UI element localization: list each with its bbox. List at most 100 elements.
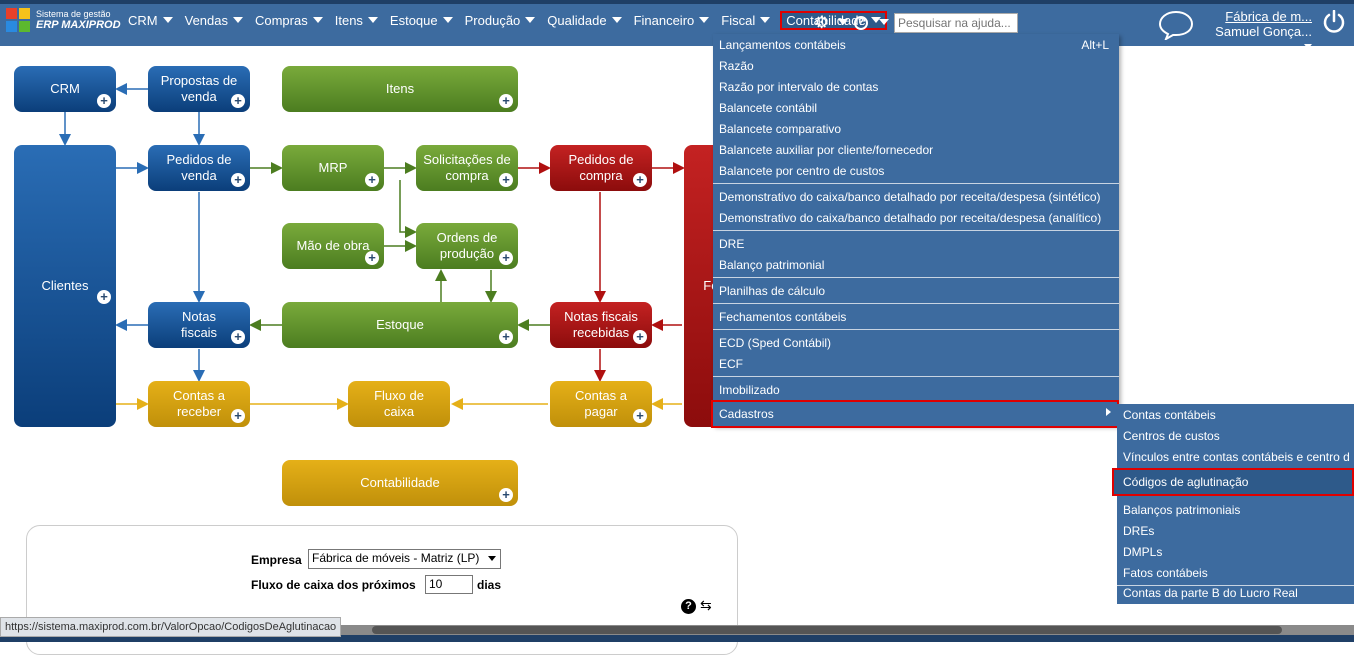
node-label: Contas a receber bbox=[172, 388, 226, 419]
dd-balancete-contabil[interactable]: Balancete contábil bbox=[719, 101, 818, 115]
add-icon[interactable]: + bbox=[633, 330, 647, 344]
dd-demonstrativo-analitico[interactable]: Demonstrativo do caixa/banco detalhado p… bbox=[719, 211, 1102, 225]
divider bbox=[713, 277, 1119, 278]
app-logo[interactable]: Sistema de gestão ERP MAXIPROD bbox=[6, 8, 121, 32]
node-contas-pagar[interactable]: Contas a pagar+ bbox=[550, 381, 652, 427]
sub-fatos-contabeis[interactable]: Fatos contábeis bbox=[1123, 566, 1208, 580]
menu-label: Compras bbox=[254, 13, 308, 28]
dd-dre[interactable]: DRE bbox=[719, 237, 745, 251]
node-notas-fiscais[interactable]: Notas fiscais + bbox=[148, 302, 250, 348]
menu-contabilidade[interactable]: Contabilidade bbox=[780, 11, 887, 30]
dd-balancete-auxiliar[interactable]: Balancete auxiliar por cliente/fornecedo… bbox=[719, 143, 934, 157]
add-icon[interactable]: + bbox=[97, 290, 111, 304]
menu-estoque[interactable]: Estoque bbox=[390, 13, 453, 28]
node-estoque[interactable]: Estoque+ bbox=[282, 302, 518, 348]
node-pedidos-venda[interactable]: Pedidos de venda+ bbox=[148, 145, 250, 191]
user-name[interactable]: Samuel Gonça... bbox=[1206, 24, 1312, 54]
add-icon[interactable]: + bbox=[231, 330, 245, 344]
power-icon[interactable] bbox=[1322, 10, 1346, 34]
divider bbox=[713, 376, 1119, 377]
fluxo-days-input[interactable]: 10 bbox=[425, 575, 473, 594]
node-mrp[interactable]: MRP + bbox=[282, 145, 384, 191]
node-ordens-producao[interactable]: Ordens de produção+ bbox=[416, 223, 518, 269]
node-contas-receber[interactable]: Contas a receber + bbox=[148, 381, 250, 427]
user-menu[interactable]: Fábrica de m... Samuel Gonça... bbox=[1206, 9, 1312, 54]
chat-icon[interactable] bbox=[1158, 10, 1194, 40]
node-label: Pedidos de compra bbox=[568, 152, 634, 183]
dd-demonstrativo-sintetico[interactable]: Demonstrativo do caixa/banco detalhado p… bbox=[719, 190, 1101, 204]
menu-itens[interactable]: Itens bbox=[335, 13, 378, 28]
dd-balanco-patrimonial[interactable]: Balanço patrimonial bbox=[719, 258, 825, 272]
sub-dres[interactable]: DREs bbox=[1123, 524, 1155, 538]
node-label: Notas fiscais bbox=[180, 309, 218, 340]
dd-planilhas[interactable]: Planilhas de cálculo bbox=[719, 284, 826, 298]
sub-centros-custos[interactable]: Centros de custos bbox=[1123, 429, 1220, 443]
menu-financeiro[interactable]: Financeiro bbox=[634, 13, 710, 28]
company-name[interactable]: Fábrica de m... bbox=[1225, 9, 1312, 24]
menu-fiscal[interactable]: Fiscal bbox=[721, 13, 771, 28]
sub-balancos-patrimoniais[interactable]: Balanços patrimoniais bbox=[1123, 503, 1241, 517]
node-itens[interactable]: Itens+ bbox=[282, 66, 518, 112]
add-icon[interactable]: + bbox=[365, 251, 379, 265]
search-input[interactable] bbox=[894, 13, 1018, 33]
add-icon[interactable]: + bbox=[231, 94, 245, 108]
refresh-icon[interactable]: ⇆ bbox=[700, 597, 712, 613]
add-icon[interactable]: + bbox=[499, 173, 513, 187]
node-solicitacoes[interactable]: Solicitações de compra+ bbox=[416, 145, 518, 191]
dd-lancamentos[interactable]: Lançamentos contábeis bbox=[719, 38, 846, 52]
menu-label: Vendas bbox=[184, 13, 228, 28]
sub-contas-contabeis[interactable]: Contas contábeis bbox=[1123, 408, 1216, 422]
sub-contas-parte-b[interactable]: Contas da parte B do Lucro Real bbox=[1123, 586, 1298, 600]
sub-vinculos[interactable]: Vínculos entre contas contábeis e centro… bbox=[1123, 450, 1350, 464]
add-icon[interactable]: + bbox=[499, 251, 513, 265]
sub-codigos-aglutinacao-label: Códigos de aglutinação bbox=[1123, 475, 1249, 489]
dd-ecf[interactable]: ECF bbox=[719, 357, 743, 371]
node-label: Notas fiscais recebidas bbox=[564, 309, 638, 340]
sub-dmpls[interactable]: DMPLs bbox=[1123, 545, 1163, 559]
node-mao-de-obra[interactable]: Mão de obra+ bbox=[282, 223, 384, 269]
dd-cadastros[interactable]: Cadastros bbox=[711, 400, 1119, 428]
node-clientes[interactable]: Clientes+ bbox=[14, 145, 116, 427]
dd-razao[interactable]: Razão bbox=[719, 59, 754, 73]
gear-icon[interactable]: ⚙ bbox=[814, 13, 830, 32]
add-icon[interactable]: + bbox=[365, 173, 379, 187]
node-notas-recebidas[interactable]: Notas fiscais recebidas+ bbox=[550, 302, 652, 348]
node-label: Pedidos de venda bbox=[166, 152, 232, 183]
menu-compras[interactable]: Compras bbox=[255, 13, 323, 28]
menu-qualidade[interactable]: Qualidade bbox=[547, 13, 622, 28]
dd-fechamentos[interactable]: Fechamentos contábeis bbox=[719, 310, 847, 324]
menu-crm[interactable]: CRM bbox=[128, 13, 173, 28]
empresa-select[interactable]: Fábrica de móveis - Matriz (LP) bbox=[308, 549, 501, 569]
dd-balancete-comparativo[interactable]: Balancete comparativo bbox=[719, 122, 842, 136]
add-icon[interactable]: + bbox=[499, 488, 513, 502]
chevron-down-icon[interactable] bbox=[838, 19, 848, 25]
chevron-down-icon bbox=[870, 17, 881, 23]
dd-balancete-centro-custos[interactable]: Balancete por centro de custos bbox=[719, 164, 885, 178]
chevron-down-icon[interactable] bbox=[879, 19, 889, 25]
add-icon[interactable]: + bbox=[499, 330, 513, 344]
dd-razao-intervalo[interactable]: Razão por intervalo de contas bbox=[719, 80, 879, 94]
add-icon[interactable]: + bbox=[633, 173, 647, 187]
add-icon[interactable]: + bbox=[231, 409, 245, 423]
menu-producao[interactable]: Produção bbox=[465, 13, 536, 28]
node-label: MRP bbox=[318, 160, 348, 175]
node-crm[interactable]: CRM+ bbox=[14, 66, 116, 112]
menu-vendas[interactable]: Vendas bbox=[185, 13, 243, 28]
help-icon[interactable]: ? bbox=[854, 16, 868, 30]
add-icon[interactable]: + bbox=[633, 409, 647, 423]
main-menu: CRM Vendas Compras Itens Estoque Produçã… bbox=[128, 11, 897, 30]
node-pedidos-compra[interactable]: Pedidos de compra+ bbox=[550, 145, 652, 191]
node-fluxo-caixa[interactable]: Fluxo de caixa bbox=[348, 381, 450, 427]
node-contabilidade[interactable]: Contabilidade+ bbox=[282, 460, 518, 506]
add-icon[interactable]: + bbox=[97, 94, 111, 108]
sub-codigos-aglutinacao[interactable]: Códigos de aglutinação bbox=[1112, 468, 1354, 496]
help-icon[interactable]: ? bbox=[681, 599, 696, 614]
menu-label: Estoque bbox=[389, 13, 438, 28]
add-icon[interactable]: + bbox=[499, 94, 513, 108]
dd-ecd[interactable]: ECD (Sped Contábil) bbox=[719, 336, 832, 350]
add-icon[interactable]: + bbox=[231, 173, 245, 187]
dd-imobilizado[interactable]: Imobilizado bbox=[719, 383, 780, 397]
node-propostas[interactable]: Propostas de venda+ bbox=[148, 66, 250, 112]
scrollbar-thumb[interactable] bbox=[372, 626, 1282, 634]
chevron-down-icon bbox=[699, 17, 710, 23]
